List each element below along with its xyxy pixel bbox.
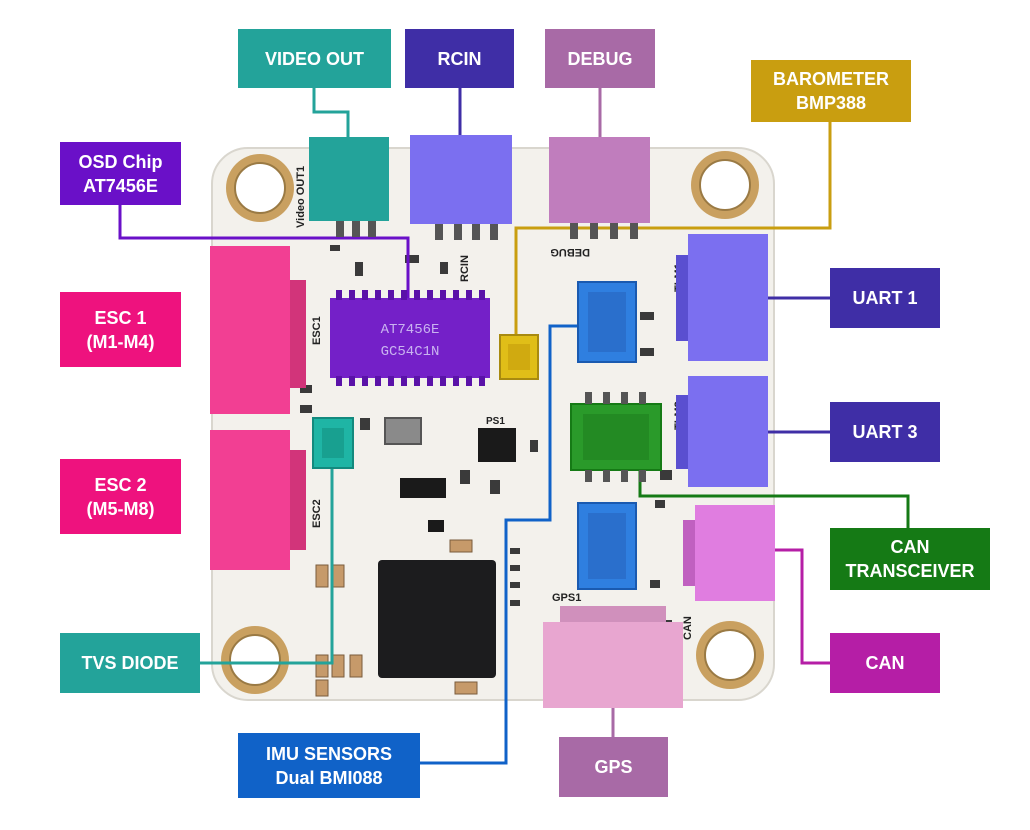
callout-imu-sensors-line2: Dual BMI088 [275,767,383,788]
callout-debug: DEBUG [545,29,655,88]
silk-video-out: Video OUT1 [295,166,307,228]
callout-rcin-text: RCIN [437,48,482,69]
callout-osd-chip: OSD Chip AT7456E [60,142,181,205]
debug-connector [549,137,650,239]
silk-debug: DEBUG [550,246,590,258]
callout-esc2: ESC 2 (M5-M8) [60,459,181,534]
silk-ps1: PS1 [486,416,505,427]
leader-tvs-diode [200,468,334,665]
leader-imu [420,324,577,765]
osd-chip-marking-2: GC54C1N [381,344,440,360]
callout-can-transceiver-line1: CAN [890,537,930,557]
video-out-connector [309,137,389,237]
callout-esc1-line2: (M1-M4) [86,331,155,352]
callout-video-out-text: VIDEO OUT [264,48,364,69]
uart3-connector [676,376,768,487]
callout-esc1: ESC 1 (M1-M4) [60,292,181,367]
callout-osd-chip-line2: AT7456E [83,175,158,196]
callout-imu-sensors: IMU SENSORS Dual BMI088 [238,733,420,798]
callout-barometer-line2: BMP388 [795,93,867,113]
callout-tvs-diode: TVS DIODE [60,633,200,693]
silk-gps1: GPS1 [552,592,581,604]
esc1-connector [210,246,306,414]
callout-uart3: UART 3 [830,402,940,462]
callout-esc2-line1: ESC 2 [94,474,147,495]
silk-esc2: ESC2 [311,499,323,528]
callout-can-transceiver: CAN TRANSCEIVER [830,528,990,590]
crystal-oscillator [384,417,422,445]
can-connector [683,505,775,601]
ps1-regulator [478,428,516,462]
can-transceiver-chip [570,392,662,482]
callout-uart3-text: UART 3 [852,422,918,442]
callout-esc1-line1: ESC 1 [94,307,147,328]
leader-can [775,548,830,665]
callout-debug-text: DEBUG [567,48,633,69]
silk-esc1: ESC1 [311,316,323,345]
callout-can-transceiver-line2: TRANSCEIVER [845,561,975,581]
leader-can-transceiver [638,470,910,528]
callout-video-out: VIDEO OUT [238,29,391,88]
callout-gps-text: GPS [594,757,633,777]
callout-tvs-diode-text: TVS DIODE [81,653,179,673]
gps-connector [543,606,683,708]
capacitor-array [315,539,478,697]
callout-barometer: BAROMETER BMP388 [751,60,911,122]
callout-rcin: RCIN [405,29,514,88]
small-diode [428,520,444,532]
mounting-hole-top-right [691,151,759,219]
tvs-diode [312,417,354,469]
main-processor [378,560,496,678]
passive-components [300,245,672,628]
leader-barometer [514,122,832,335]
transistor [400,478,446,498]
mounting-hole-bottom-right [696,621,764,689]
osd-chip-marking-1: AT7456E [381,322,440,338]
imu-chip-lower [577,502,637,590]
callout-imu-sensors-line1: IMU SENSORS [265,743,393,764]
mounting-hole-bottom-left [221,626,289,694]
leader-osd-chip [118,205,410,300]
callout-esc2-line2: (M5-M8) [86,498,155,519]
callout-uart1: UART 1 [830,268,940,328]
callout-osd-chip-line1: OSD Chip [78,151,163,172]
callout-can: CAN [830,633,940,693]
rcin-connector [410,135,512,240]
uart1-connector [676,234,768,361]
callout-gps: GPS [559,737,668,797]
barometer-chip [499,334,539,380]
esc2-connector [210,430,306,570]
callout-barometer-line1: BAROMETER [773,69,889,89]
callout-uart1-text: UART 1 [852,288,918,308]
osd-chip: AT7456E GC54C1N [330,290,490,386]
imu-chip-upper [577,281,637,363]
callout-can-text: CAN [865,653,905,673]
silk-rcin: RCIN [459,255,471,282]
silk-can: CAN [682,616,694,640]
mounting-hole-top-left [226,154,294,222]
leader-video-out [312,88,350,137]
